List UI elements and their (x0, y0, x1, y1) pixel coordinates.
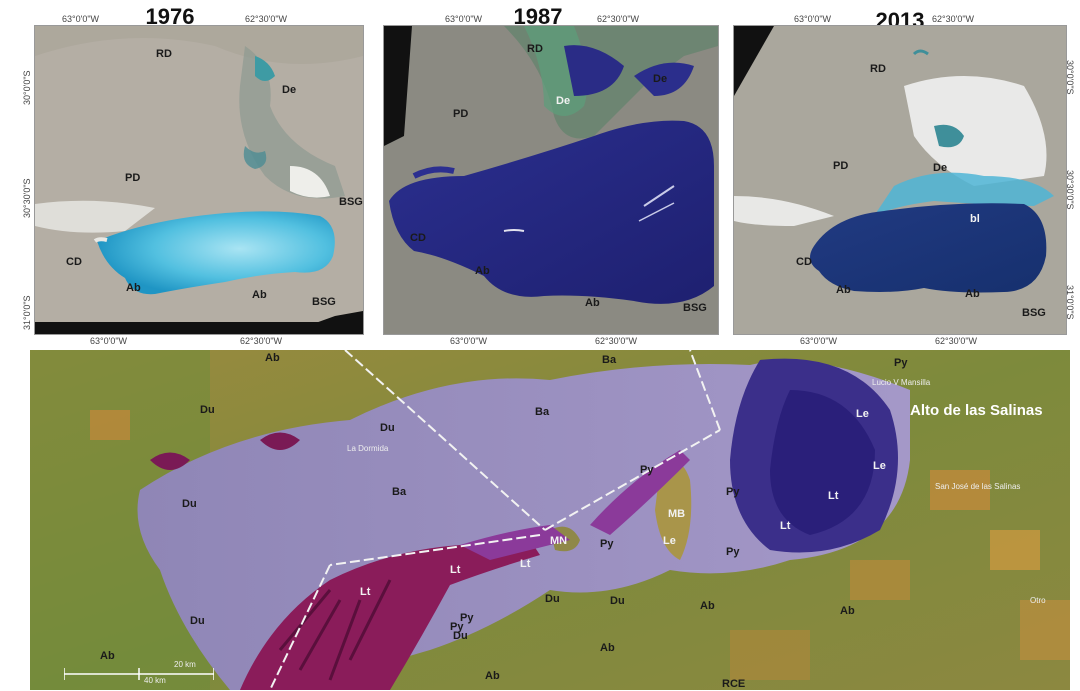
label-2013-ab-left: Ab (836, 284, 851, 296)
label-2013-ab-right: Ab (965, 288, 980, 300)
bottom-label-ba-top: Ba (602, 354, 617, 366)
coord-bottom-left-1987: 63°0'0"W (450, 336, 488, 346)
coord-left-3-1976: 31°0'0"S (22, 295, 32, 330)
bottom-label-ab-5: Ab (100, 650, 115, 662)
bottom-label-du-3: Du (545, 593, 560, 605)
bottom-label-mn: MN (550, 535, 568, 547)
bottom-label-py-right: Py (726, 486, 740, 498)
bottom-label-ab-top: Ab (265, 352, 280, 364)
bottom-label-py-low: Py (726, 546, 740, 558)
label-1976-de: De (282, 84, 297, 96)
bottom-label-py-mid: Py (600, 538, 614, 550)
label-1976-bsg-top: BSG (339, 196, 363, 208)
bottom-label-lt-4: Lt (360, 586, 371, 598)
bottom-label-du-left: Du (182, 498, 197, 510)
map-1987 (383, 25, 719, 335)
bottom-label-lt-5: Lt (520, 558, 531, 570)
bottom-label-le-top: Le (856, 408, 869, 420)
label-1987-rd: RD (527, 43, 543, 55)
coord-bottom-left-1976: 63°0'0"W (90, 336, 128, 346)
label-1976-ab-right: Ab (252, 289, 267, 301)
map-1976-image (35, 26, 363, 334)
coord-top-right-1976: 62°30'0"W (245, 14, 288, 24)
coord-top-right-1987: 62°30'0"W (597, 14, 640, 24)
label-1987-cd: CD (410, 232, 426, 244)
bottom-label-py-left: Py (450, 621, 464, 633)
map-1976 (34, 25, 364, 335)
panel-title-1976: 1976 (145, 4, 195, 29)
bottom-label-du-2: Du (380, 422, 395, 434)
label-1976-bsg-bottom: BSG (312, 296, 336, 308)
label-2013-bl: bl (970, 213, 980, 225)
bottom-label-du-4: Du (610, 595, 625, 607)
label-1976-pd: PD (125, 172, 141, 184)
place-lucio-v-mansilla: Lucio V Mansilla (872, 378, 931, 387)
coord-left-1-1976: 30°0'0"S (22, 70, 32, 105)
coord-top-left-1976: 63°0'0"W (62, 14, 100, 24)
label-1987-de-right: De (653, 73, 668, 85)
bottom-label-ab-1: Ab (700, 600, 715, 612)
bottom-label-du-6: Du (190, 615, 205, 627)
label-1987-ab-right: Ab (585, 297, 600, 309)
label-1976-ab-left: Ab (126, 282, 141, 294)
bottom-label-la-dormida: La Dormida (347, 444, 389, 453)
coord-bottom-right-2013: 62°30'0"W (935, 336, 978, 346)
coord-bottom-right-1987: 62°30'0"W (595, 336, 638, 346)
coord-top-right-2013: 62°30'0"W (932, 14, 975, 24)
coord-bottom-left-2013: 63°0'0"W (800, 336, 838, 346)
label-1987-bsg: BSG (683, 302, 707, 314)
bottom-label-ab-2: Ab (840, 605, 855, 617)
label-1976-cd: CD (66, 256, 82, 268)
place-san-jose-de-las-salinas: San José de las Salinas (935, 482, 1021, 491)
label-1987-pd: PD (453, 108, 469, 120)
label-1976-rd: RD (156, 48, 172, 60)
bottom-label-lt-2: Lt (780, 520, 791, 532)
label-2013-pd: PD (833, 160, 849, 172)
map-2013-image (734, 26, 1066, 334)
label-2013-bsg: BSG (1022, 307, 1046, 319)
bottom-label-du-1: Du (200, 404, 215, 416)
coord-left-2-1976: 30°30'0"S (22, 178, 32, 218)
coord-top-left-2013: 63°0'0"W (794, 14, 832, 24)
scale-label-bottom: 40 km (144, 676, 166, 685)
bottom-label-ab-3: Ab (600, 642, 615, 654)
place-otro: Otro (1030, 596, 1046, 605)
bottom-label-le-right: Le (873, 460, 886, 472)
label-2013-cd: CD (796, 256, 812, 268)
map-2013 (733, 25, 1067, 335)
bottom-label-py-topright: Py (894, 357, 908, 369)
map-1987-image (384, 26, 718, 334)
bottom-map: Ab Ba Py Du Du La Dormida Ba Ba Le Le Le… (30, 350, 1070, 690)
bottom-map-image (30, 350, 1070, 690)
bottom-label-du-5: Du (453, 630, 468, 642)
label-2013-rd: RD (870, 63, 886, 75)
bottom-label-py-center: Py (640, 464, 654, 476)
scale-bar: 20 km 40 km (63, 660, 215, 685)
bottom-label-mb: MB (668, 508, 686, 520)
label-1987-de-center: De (556, 95, 571, 107)
bottom-label-ba-mid: Ba (535, 406, 550, 418)
bottom-label-rce: RCE (722, 678, 746, 690)
label-2013-de: De (933, 162, 948, 174)
bottom-label-ba-left: Ba (392, 486, 407, 498)
coord-bottom-right-1976: 62°30'0"W (240, 336, 283, 346)
bottom-label-lt-3: Lt (450, 564, 461, 576)
bottom-label-py-bottom: Py (460, 612, 474, 624)
scale-label-top: 20 km (174, 660, 196, 669)
bottom-label-le-center: Le (663, 535, 676, 547)
panel-title-1987: 1987 (513, 4, 563, 29)
coord-top-left-1987: 63°0'0"W (445, 14, 483, 24)
label-1987-ab-left: Ab (475, 265, 490, 277)
place-alto-de-las-salinas: Alto de las Salinas (910, 402, 1043, 419)
bottom-label-lt-1: Lt (828, 490, 839, 502)
bottom-label-ab-4: Ab (485, 670, 500, 682)
